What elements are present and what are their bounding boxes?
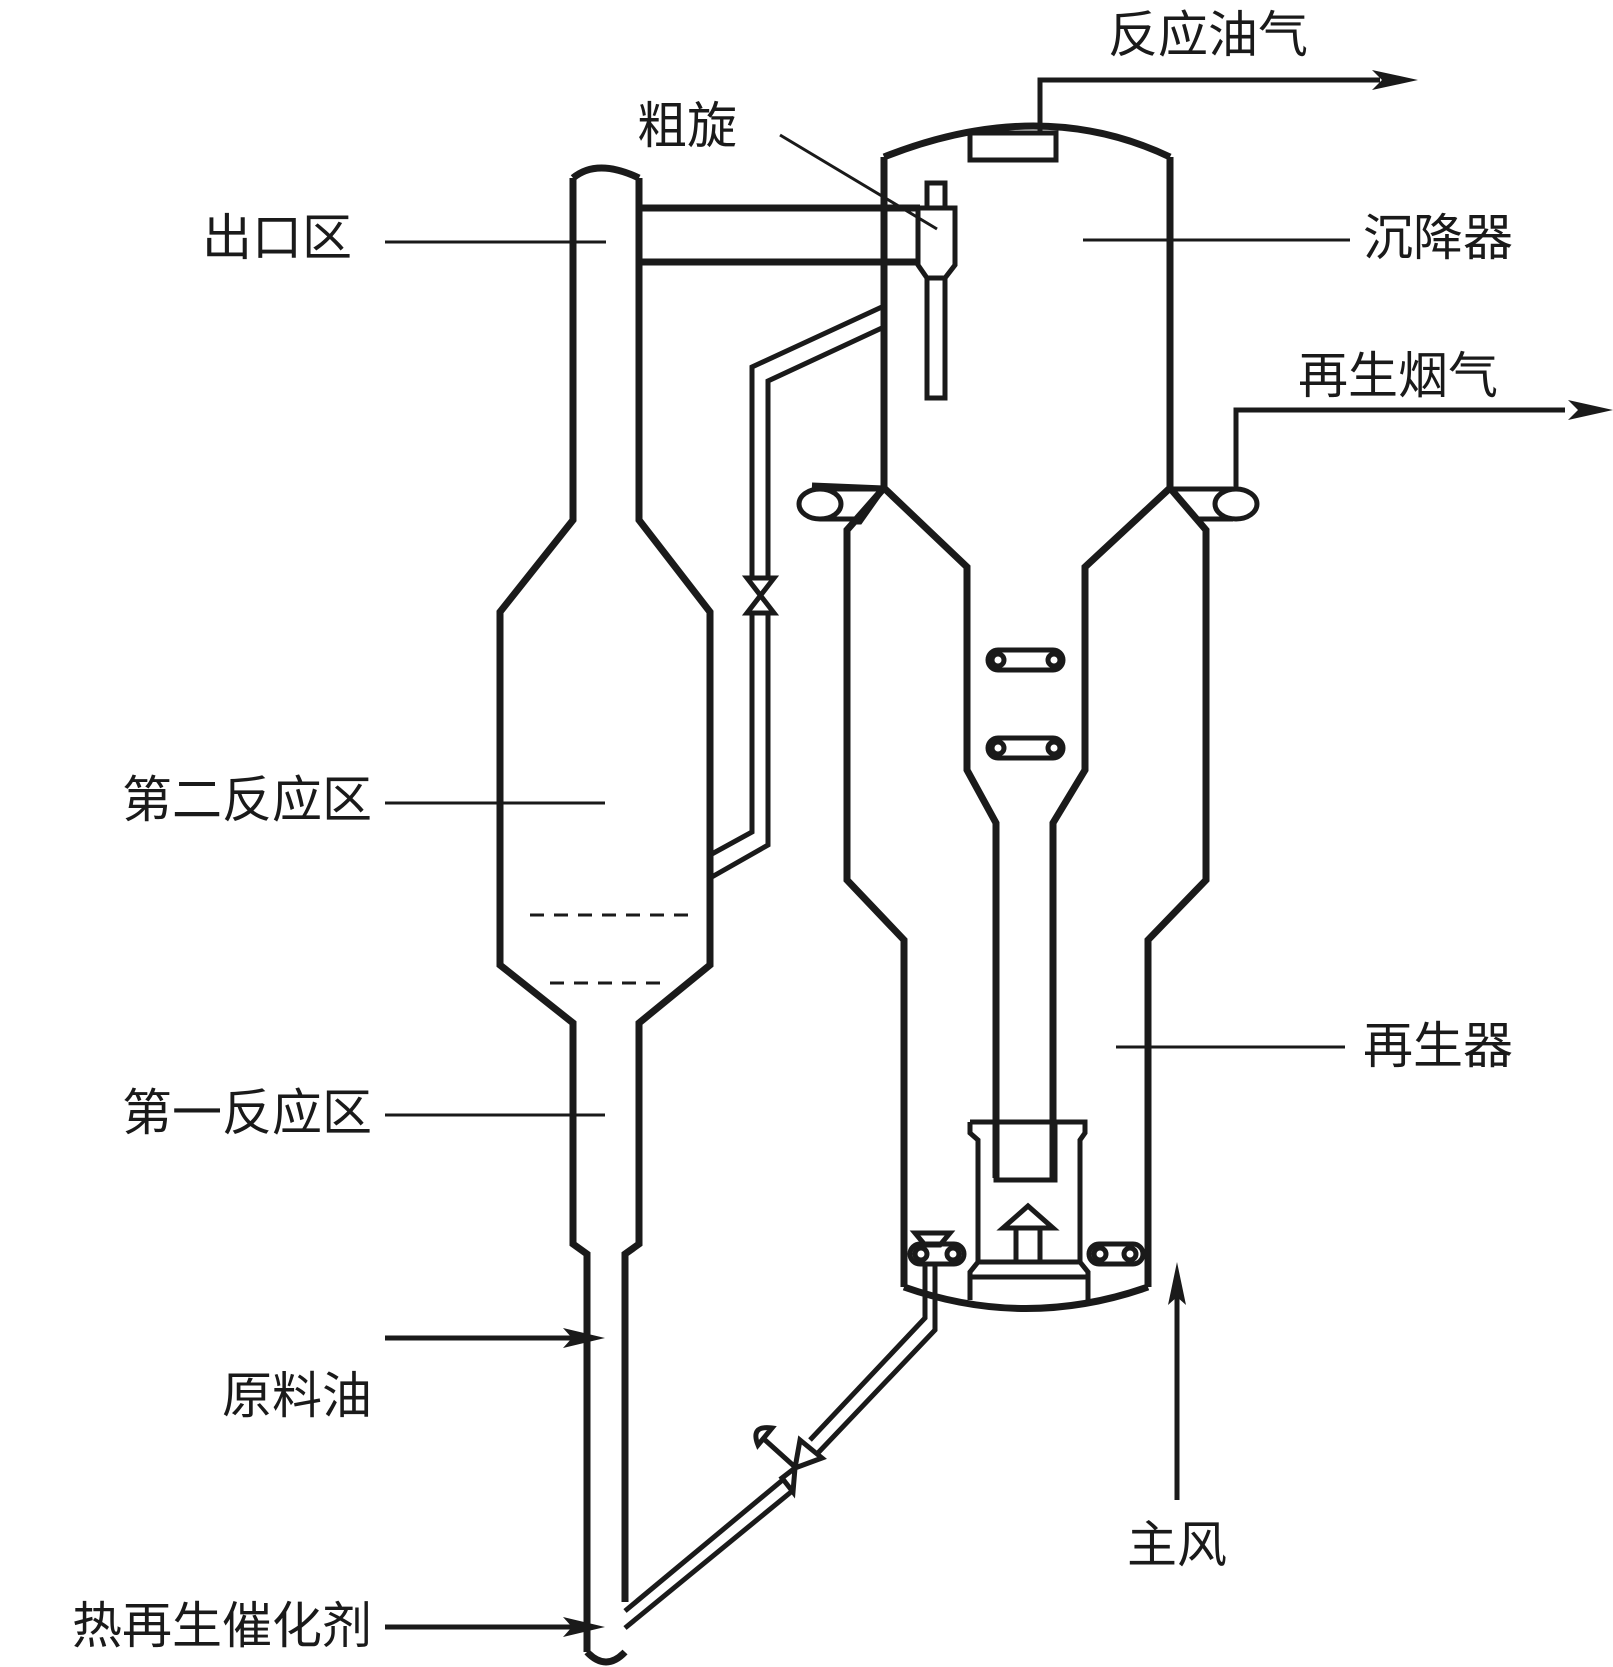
left-flange-ring [796,486,844,522]
label-regenerated-flue-gas: 再生烟气 [1298,347,1498,405]
inner-funnel-left [881,485,1000,1178]
label-first-reaction-zone: 第一反应区 [122,1084,372,1142]
label-settler: 沉降器 [1363,209,1513,267]
rough-cyclone [915,180,958,401]
riser-right-wall [621,178,714,1602]
valve-handwheel-icon [753,1425,797,1469]
butterfly-valve [741,575,780,616]
inner-funnel-right [1049,485,1173,1178]
right-flange-ring [1212,486,1260,522]
side-nozzle-right [1086,1241,1146,1267]
regenerator-vessel [796,482,1260,1312]
label-rough-cyclone: 粗旋 [637,97,737,155]
feed-oil-inlet [385,1328,605,1348]
label-regenerator: 再生器 [1363,1017,1513,1075]
side-nozzle-left [907,1230,967,1267]
label-second-reaction-zone: 第二反应区 [122,771,372,829]
arrow-right-icon [563,1328,605,1348]
riser-top-cap [570,164,641,182]
label-main-air: 主风 [1127,1516,1227,1574]
arrow-right-icon [563,1617,605,1637]
spent-catalyst-line [708,303,886,881]
hot-catalyst-inlet [385,1617,605,1637]
riser-outlet-duct [639,204,920,266]
distributor-ring-lower [985,735,1066,761]
reaction-oil-gas-outlet [1037,70,1418,133]
regen-bottom-head [902,1283,1150,1312]
riser-bottom-cap [584,1649,628,1666]
label-outlet-zone: 出口区 [202,209,352,267]
regenerated-catalyst-line [623,1264,938,1630]
label-reaction-oil-gas: 反应油气 [1108,6,1308,64]
leader-rough-cyclone [779,133,938,231]
slide-valve [778,1435,827,1499]
arrow-up-icon [1168,1262,1186,1305]
flue-gas-outlet [1233,400,1613,489]
regen-right-wall [1144,485,1210,1287]
top-outlet-collector [967,130,1059,163]
air-distributor-box [967,1119,1091,1300]
arrow-right-icon [1568,400,1613,420]
settler-dome [882,122,1172,161]
arrow-right-icon [1372,70,1418,90]
distributor-ring-upper [985,647,1066,673]
upflow-arrow-icon [996,1202,1060,1262]
settler-vessel [880,122,1174,488]
riser-left-wall [496,178,591,1652]
label-hot-regenerated-catalyst: 热再生催化剂 [72,1597,372,1655]
main-air-inlet [1168,1262,1186,1500]
regen-left-wall [843,485,908,1287]
label-feed-oil: 原料油 [222,1367,372,1425]
riser-reactor [496,164,714,1666]
